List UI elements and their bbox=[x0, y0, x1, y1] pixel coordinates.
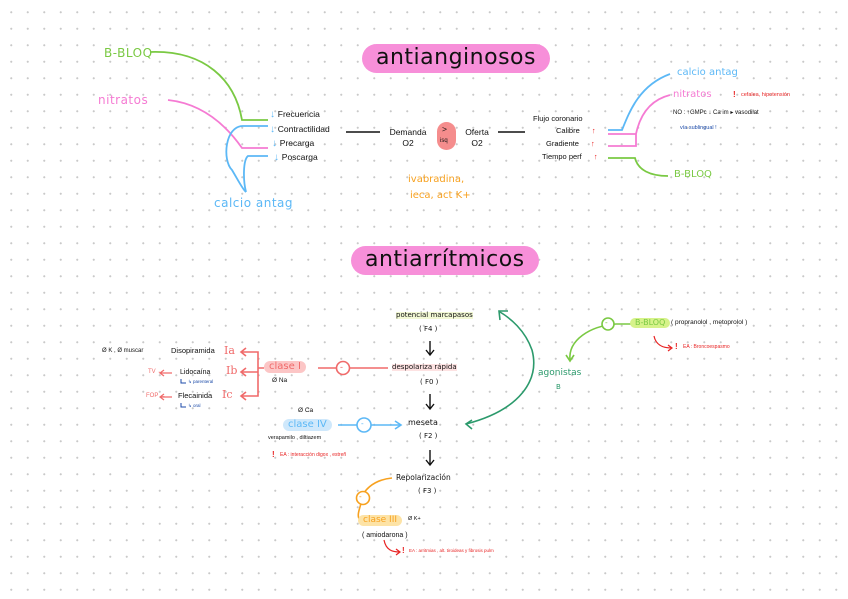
determinant-frecuencia: ↓ Frecuencia bbox=[270, 109, 320, 120]
b-bloq-warning-arrow bbox=[653, 335, 673, 352]
ic-code: Ic bbox=[222, 388, 233, 401]
flujo-tiempo-perf: Tiempo perf ↑ bbox=[542, 152, 598, 161]
calcio-antag-label-right: calcio antag bbox=[677, 67, 738, 78]
phase-f3-code: ( F3 ) bbox=[418, 487, 437, 495]
clase-iii-badge: clase III bbox=[358, 515, 403, 526]
nitratos-label-right: nitratos bbox=[673, 89, 712, 100]
b-bloq-right-connector bbox=[608, 157, 669, 177]
clase-iv-badge: clase IV bbox=[283, 419, 332, 431]
up-arrow-icon: ↑ bbox=[593, 152, 598, 161]
phase-f4-code: ( F4 ) bbox=[419, 325, 438, 333]
clase-i-badge: clase I bbox=[264, 361, 306, 373]
phase-f3-name: Repolarización bbox=[396, 473, 451, 482]
phase-f0-code: ( F0 ) bbox=[420, 378, 439, 386]
determinant-contractilidad: ↓ Contractilidad bbox=[270, 124, 330, 135]
ib-effect: TV ← bbox=[148, 369, 164, 375]
arrow-f0-f2 bbox=[425, 394, 435, 411]
oferta-o2: Oferta O2 bbox=[465, 127, 489, 149]
determinant-precarga: ↓ Precarga bbox=[272, 138, 315, 149]
ia-drug: Disopiramida bbox=[171, 346, 215, 355]
demanda-o2: Demanda O2 bbox=[389, 127, 427, 149]
warning-icon: ! bbox=[675, 342, 678, 351]
down-arrow-icon: ↓ bbox=[270, 109, 275, 120]
nitratos-right-connector bbox=[608, 94, 671, 147]
ic-effect: FOP ← bbox=[146, 393, 166, 399]
tv-arrow bbox=[159, 369, 172, 377]
ib-drug: Lidocaína bbox=[180, 369, 211, 376]
down-arrow-icon: ↓ bbox=[274, 152, 279, 163]
b-bloq-antiarr-warning: EA : Broncoespasmo bbox=[683, 344, 730, 350]
down-arrow-icon: ↓ bbox=[270, 124, 275, 135]
clase-iii-warning: EA : arritmias , alt. tiroideas y fibros… bbox=[409, 548, 494, 553]
comparator-badge: > isq bbox=[437, 122, 456, 150]
phase-f2-name: meseta bbox=[408, 418, 438, 427]
ib-route: ↳ parenteral bbox=[188, 379, 214, 384]
clase-i-bracket bbox=[239, 347, 264, 401]
b-bloq-label-right: B-BLOQ bbox=[674, 169, 712, 180]
agonistas-loop bbox=[465, 311, 535, 425]
clase-iv-drugs: verapamilo , diltiazem bbox=[268, 435, 322, 441]
antianginosos-title: antianginosos bbox=[362, 44, 550, 73]
nitratos-connector bbox=[167, 99, 268, 149]
up-arrow-icon: ↑ bbox=[591, 126, 596, 135]
down-arrow-icon: ↓ bbox=[272, 138, 277, 149]
minus-icon: - bbox=[359, 492, 362, 501]
other-drugs-line2: ieca, act K+ bbox=[410, 190, 471, 201]
clase-iv-note: Ø Ca bbox=[298, 407, 314, 414]
arrow-f2-f3 bbox=[425, 450, 435, 467]
ic-drug: Flecainida bbox=[178, 391, 213, 400]
clase-i-note: Ø Na bbox=[272, 377, 288, 384]
clase-iv-warning: EA : interacción digox , estreñ bbox=[280, 452, 347, 458]
warning-icon: ! bbox=[272, 450, 275, 459]
phase-f2-code: ( F2 ) bbox=[419, 432, 438, 440]
warning-icon: ! bbox=[402, 546, 405, 555]
determinant-poscarga: ↓ Poscarga bbox=[274, 152, 318, 163]
up-arrow-icon: ↑ bbox=[591, 139, 595, 148]
antiarritmicos-title: antiarrítmicos bbox=[351, 246, 539, 275]
minus-icon: - bbox=[361, 419, 364, 428]
phase-f0-name: despolariza rápida bbox=[392, 363, 457, 371]
ib-code: Ib bbox=[226, 364, 238, 377]
nitratos-label-left: nitratos bbox=[98, 93, 149, 107]
clase-iii-note: Ø K+ bbox=[408, 516, 421, 522]
agonistas-label: agonistas bbox=[538, 368, 582, 378]
clase-iv-inhibit-circle bbox=[356, 417, 372, 433]
ic-route: ↳ oral bbox=[188, 403, 201, 408]
phase-f4-name: potencial marcapasos bbox=[396, 311, 473, 319]
clase-iii-drug: ( amiodarona ) bbox=[362, 532, 408, 539]
b-bloq-antiarr-connector bbox=[569, 323, 632, 361]
agonistas-b-label: B bbox=[556, 383, 561, 391]
flujo-gradiente: Gradiente ↑ bbox=[546, 139, 595, 148]
flujo-calibre: Calibre ↑ bbox=[556, 126, 596, 135]
ia-code: Ia bbox=[224, 344, 235, 357]
b-bloq-connector bbox=[149, 51, 268, 121]
calcio-left-connector-bottom bbox=[243, 155, 268, 193]
no-mechanism: NO : ↑GMPc ↓ Ca im ▸ vasodilat bbox=[673, 110, 759, 116]
nitratos-warning: cefalea, hipotensión bbox=[741, 92, 790, 98]
calcio-right-connector bbox=[608, 73, 671, 131]
ia-effect: Ø K , Ø muscar bbox=[102, 348, 144, 354]
clase-i-inhibit-circle bbox=[335, 360, 351, 376]
b-bloq-inhibit-circle bbox=[601, 317, 615, 331]
minus-icon: - bbox=[340, 362, 343, 372]
fop-arrow bbox=[159, 393, 172, 401]
minus-icon: - bbox=[605, 318, 608, 327]
arrow-f4-f0 bbox=[425, 341, 435, 357]
flujo-coronario-title: Flujo coronario bbox=[533, 114, 583, 123]
clase-iii-warning-arrow bbox=[383, 539, 401, 556]
calcio-antag-label-left: calcio antag bbox=[214, 196, 294, 210]
clase-iii-inhibit-circle bbox=[355, 490, 371, 506]
sublingual-note: vía sublingual ! bbox=[680, 125, 717, 131]
other-drugs-line1: ivabradina, bbox=[408, 174, 465, 185]
warning-icon: ! bbox=[733, 90, 736, 99]
b-bloq-label-left: B-BLOQ bbox=[104, 46, 153, 60]
calcio-left-connector-top bbox=[225, 125, 268, 193]
b-bloq-antiarr-badge: B-BLOQ bbox=[630, 318, 671, 328]
b-bloq-antiarr-drugs: ( propranolol , metoprolol ) bbox=[671, 319, 748, 326]
